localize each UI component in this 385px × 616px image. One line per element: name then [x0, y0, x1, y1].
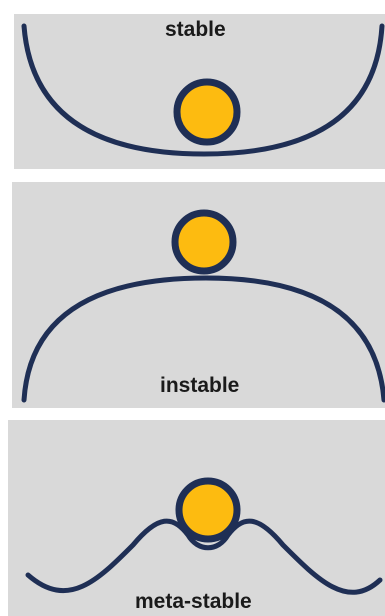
instable-ball	[175, 213, 233, 271]
instable-label: instable	[160, 374, 239, 398]
meta-stable-diagram	[8, 420, 385, 616]
stable-ball	[177, 82, 237, 142]
instable-panel: instable	[12, 182, 385, 408]
meta-stable-label: meta-stable	[135, 590, 252, 614]
meta-stable-ball	[179, 481, 237, 539]
stable-panel: stable	[14, 14, 385, 169]
stable-label: stable	[165, 18, 226, 42]
meta-stable-panel: meta-stable	[8, 420, 385, 616]
